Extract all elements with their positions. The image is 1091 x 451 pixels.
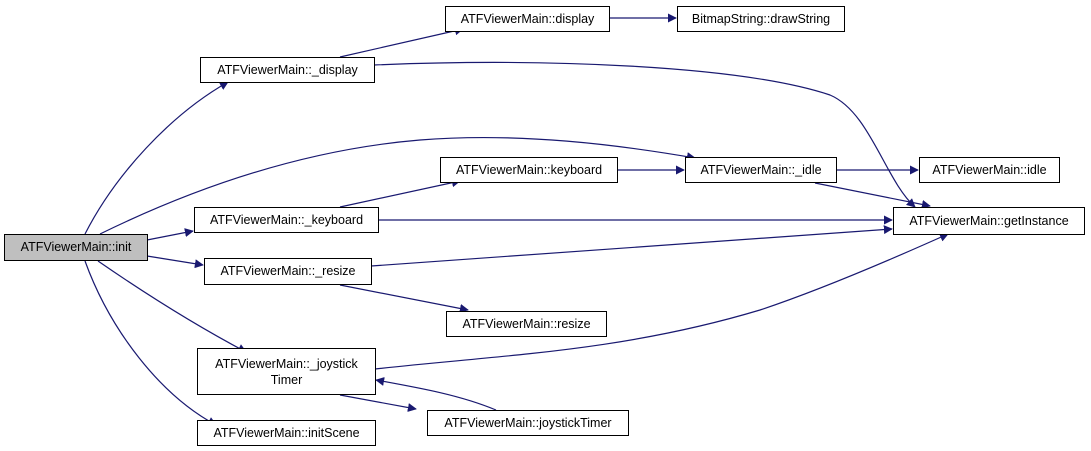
node-joystickTimer[interactable]: ATFViewerMain::joystickTimer: [427, 410, 629, 436]
node-initScene[interactable]: ATFViewerMain::initScene: [197, 420, 376, 446]
node-joystickTimer-label: ATFViewerMain::joystickTimer: [444, 415, 612, 430]
node-_display-label: ATFViewerMain::_display: [217, 62, 358, 77]
node-idle[interactable]: ATFViewerMain::idle: [919, 157, 1060, 183]
node-display-label: ATFViewerMain::display: [460, 11, 595, 26]
edge-joystickTimer-to-_joystickTimer: [375, 377, 497, 411]
edge-_joystickTimer-to-joystickTimer: [339, 394, 417, 412]
node-init: ATFViewerMain::init: [4, 234, 148, 261]
node-getInstance[interactable]: ATFViewerMain::getInstance: [893, 207, 1085, 235]
node-_joystickTimer-label-line1: ATFViewerMain::_joystick: [215, 356, 358, 371]
edge-init-to-initScene: [84, 260, 217, 426]
node-_keyboard-label: ATFViewerMain::_keyboard: [209, 212, 364, 227]
node-_keyboard[interactable]: ATFViewerMain::_keyboard: [194, 207, 379, 233]
node-_idle-label: ATFViewerMain::_idle: [700, 162, 822, 177]
node-keyboard[interactable]: ATFViewerMain::keyboard: [440, 157, 618, 183]
edge-_resize-to-resize: [339, 284, 469, 313]
node-idle-label: ATFViewerMain::idle: [932, 162, 1047, 177]
node-resize[interactable]: ATFViewerMain::resize: [446, 311, 607, 337]
edge-init-to-_idle: [99, 136, 696, 235]
node-display[interactable]: ATFViewerMain::display: [445, 6, 610, 32]
node-keyboard-label: ATFViewerMain::keyboard: [455, 162, 603, 177]
edge-_joystickTimer-to-getInstance: [374, 233, 949, 370]
node-_resize-label: ATFViewerMain::_resize: [220, 264, 356, 278]
edge-_keyboard-to-keyboard: [339, 178, 461, 208]
node-drawString[interactable]: BitmapString::drawString: [677, 6, 845, 32]
node-getInstance-label: ATFViewerMain::getInstance: [909, 213, 1069, 228]
edge-_idle-to-getInstance: [814, 182, 931, 209]
edge-_resize-to-getInstance: [370, 225, 893, 267]
node-_joystickTimer-label-line2: Timer: [270, 372, 303, 387]
node-resize-label: ATFViewerMain::resize: [462, 316, 591, 331]
node-init-label: ATFViewerMain::init: [20, 240, 132, 254]
node-_idle[interactable]: ATFViewerMain::_idle: [685, 157, 837, 183]
edge-init-to-_keyboard: [146, 228, 194, 241]
edge-_display-to-display: [339, 26, 464, 58]
edge-_display-to-getInstance: [373, 61, 916, 208]
node-_resize[interactable]: ATFViewerMain::_resize: [204, 258, 372, 285]
edge-init-to-_resize: [146, 255, 204, 269]
node-drawString-label: BitmapString::drawString: [691, 11, 831, 26]
node-initScene-label: ATFViewerMain::initScene: [213, 425, 360, 440]
node-_display[interactable]: ATFViewerMain::_display: [200, 57, 375, 83]
edge-init-to-_joystickTimer: [97, 260, 247, 353]
edge-init-to-_display: [84, 81, 229, 235]
node-_joystickTimer[interactable]: ATFViewerMain::_joystick Timer: [197, 348, 376, 395]
